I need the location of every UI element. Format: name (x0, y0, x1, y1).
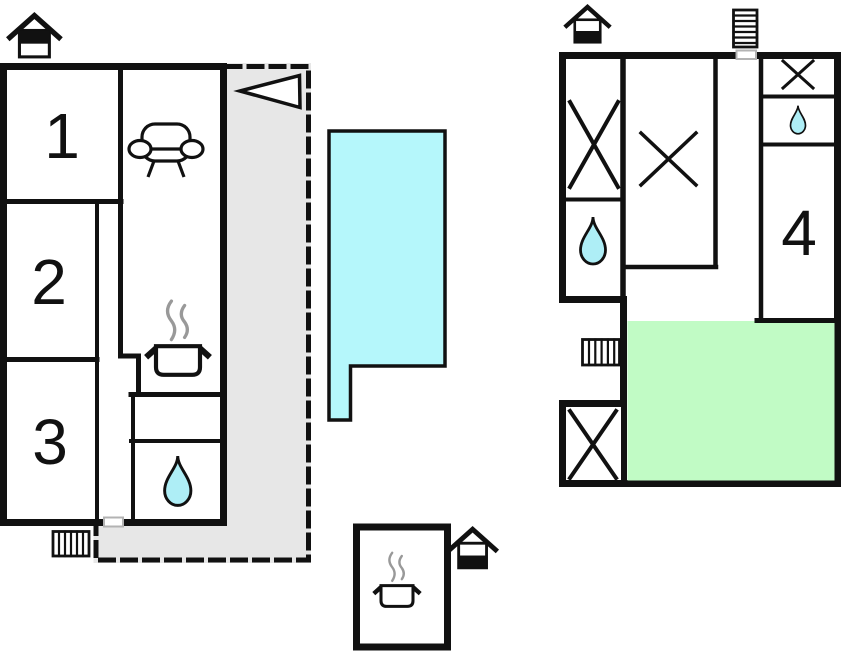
door-opening (735, 49, 757, 60)
house-entrance-icon (10, 16, 59, 57)
pool (327, 129, 447, 422)
x-cross-icon (567, 408, 619, 481)
room-3-label: 3 (32, 406, 68, 478)
annex-inner-walls (562, 55, 838, 483)
x-cross-icon (780, 58, 816, 91)
door-opening (103, 516, 124, 528)
terrace-dashed-border (93, 64, 311, 563)
stairs-icon (581, 338, 621, 367)
lawn-area (627, 321, 835, 481)
house-entrance-icon (567, 7, 609, 42)
walls-and-structures (0, 8, 841, 651)
main-house-inner-walls (0, 67, 223, 521)
room-4-label: 4 (781, 197, 817, 269)
room-1-label: 1 (44, 100, 80, 172)
triangle-arrow-icon (233, 73, 302, 110)
house-entrance-icon (450, 529, 496, 568)
stairs-icon (51, 530, 91, 558)
terrace-area (93, 63, 311, 563)
stairs-icon (732, 8, 759, 49)
x-cross-icon (567, 99, 621, 190)
room-2-label: 2 (31, 246, 67, 318)
x-cross-icon (638, 130, 699, 188)
